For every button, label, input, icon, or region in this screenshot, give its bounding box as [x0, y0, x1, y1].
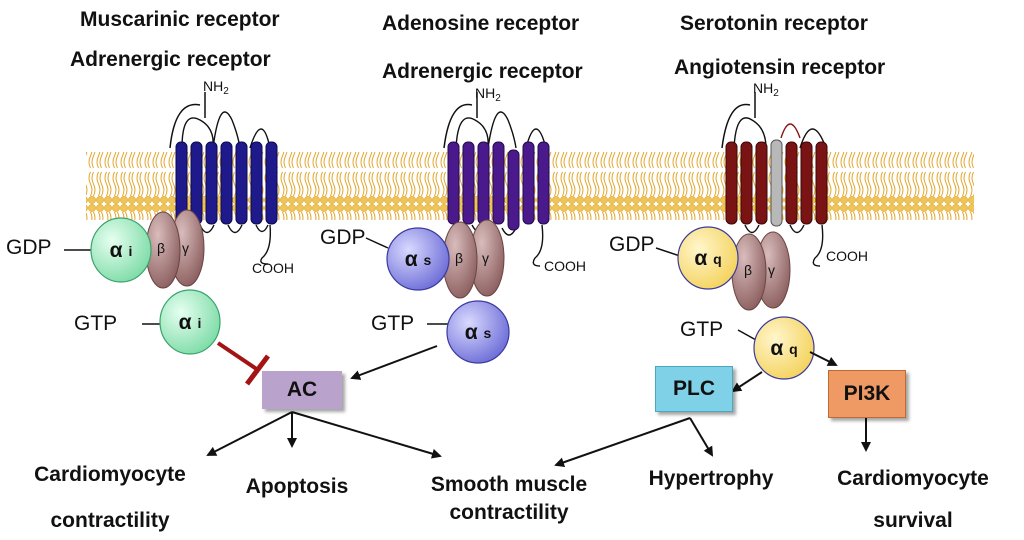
gdp-label-2: GDP: [320, 226, 366, 249]
gtp-label-2: GTP: [371, 312, 415, 335]
alpha-q-label-1: α q: [694, 247, 722, 270]
gtp-label-1: GTP: [74, 312, 118, 335]
alpha-q-active: [737, 316, 815, 380]
g-protein-2-inactive: [365, 219, 505, 299]
pathway-3-title-1: Serotonin receptor: [680, 12, 868, 35]
beta-label-2: β: [455, 250, 464, 266]
gtp-label-3: GTP: [680, 318, 724, 341]
cooh-label-1: COOH: [252, 260, 294, 276]
nh2-label-2: NH2: [475, 85, 501, 104]
pathway-2-title-1: Adenosine receptor: [382, 12, 580, 35]
alpha-i-label-2: α i: [178, 311, 202, 334]
alpha-s-active: [427, 300, 510, 364]
receptor-3: [721, 92, 828, 267]
alpha-s-label-2: α s: [464, 321, 492, 344]
gamma-label-2: γ: [482, 250, 489, 266]
outcome-cardiomyocyte-contractility-line2: contractility: [50, 509, 170, 532]
pathway-2-title-2: Adrenergic receptor: [382, 60, 583, 83]
beta-label-1: β: [157, 240, 166, 256]
g-protein-1-inactive: [64, 209, 205, 289]
outcome-hypertrophy: Hypertrophy: [648, 467, 774, 490]
gdp-label-3: GDP: [609, 233, 655, 256]
plc-box: PLC: [655, 366, 733, 412]
ac-box: AC: [262, 371, 342, 409]
outcome-cardiomyocyte-survival-line1: Cardiomyocyte: [837, 467, 989, 490]
gdp-label-1: GDP: [6, 236, 52, 259]
cooh-label-2: COOH: [544, 258, 586, 274]
outcome-smooth-muscle-line2: contractility: [449, 501, 569, 524]
outcome-cardiomyocyte-survival-line2: survival: [873, 509, 953, 532]
gamma-label-1: γ: [182, 240, 189, 256]
nh2-label-1: NH2: [203, 78, 229, 97]
beta-label-3: β: [744, 262, 753, 278]
pathway-3-title-2: Angiotensin receptor: [674, 56, 886, 79]
cooh-label-3: COOH: [826, 248, 868, 264]
alpha-q-label-2: α q: [770, 337, 798, 360]
outcome-apoptosis: Apoptosis: [245, 475, 349, 498]
outcome-cardiomyocyte-contractility-line1: Cardiomyocyte: [34, 463, 186, 486]
pi3k-box: PI3K: [828, 370, 906, 418]
pathway-arrows: [206, 345, 871, 468]
inhibition-arrow: [216, 341, 270, 386]
alpha-i-active: [142, 289, 221, 355]
pathway-1-title-2: Adrenergic receptor: [70, 48, 271, 71]
alpha-s-label-1: α s: [404, 248, 432, 271]
gamma-label-3: γ: [768, 262, 775, 278]
outcome-smooth-muscle-line1: Smooth muscle: [430, 473, 588, 496]
g-protein-3-inactive: [655, 226, 791, 311]
alpha-i-label-1: α i: [109, 239, 133, 262]
receptor-1: [169, 92, 278, 265]
pathway-1-title-1: Muscarinic receptor: [80, 8, 280, 31]
nh2-label-3: NH2: [753, 80, 779, 99]
